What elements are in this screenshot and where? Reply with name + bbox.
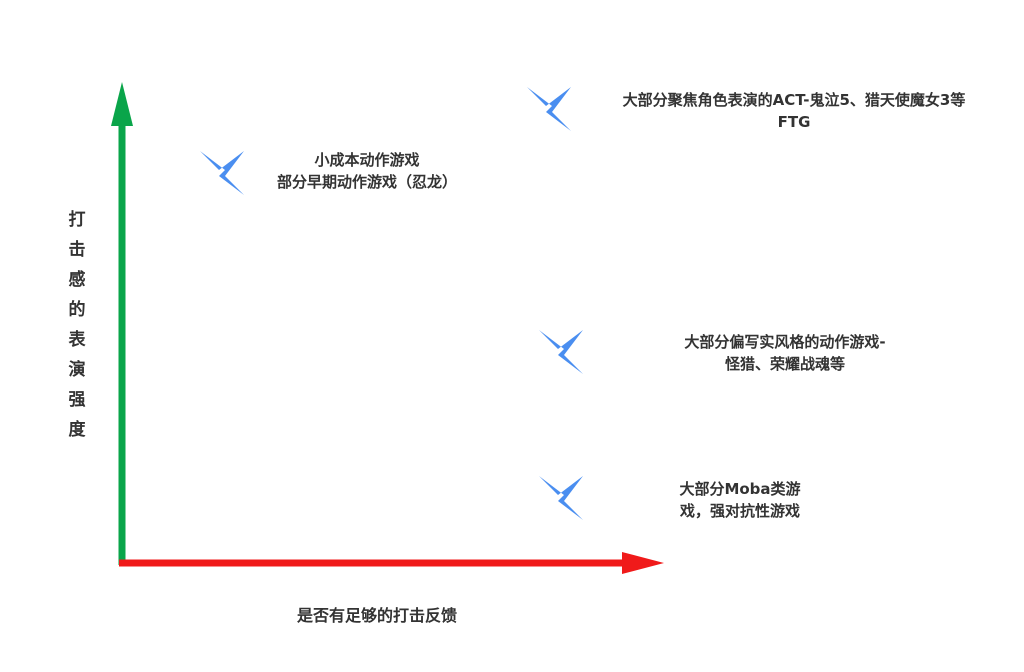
four-point-star-icon <box>527 87 571 131</box>
y-axis-label-char: 强 <box>68 390 86 410</box>
y-axis-label-char: 感 <box>68 270 86 290</box>
marker-label-realistic-action: 大部分偏写实风格的动作游戏- 怪猎、荣耀战魂等 <box>655 331 915 375</box>
marker-label-line: 部分早期动作游戏（忍龙） <box>276 173 457 191</box>
four-point-star-icon <box>200 151 244 195</box>
marker-label-line: 怪猎、荣耀战魂等 <box>724 355 845 373</box>
marker-label-line: 大部分偏写实风格的动作游戏- <box>684 333 886 351</box>
marker-label-line: 大部分Moba类游 <box>679 480 801 498</box>
marker-label-line: 小成本动作游戏 <box>314 151 420 169</box>
marker-label-small-action-games: 小成本动作游戏 部分早期动作游戏（忍龙） <box>262 149 472 193</box>
y-axis-label-char: 击 <box>68 240 86 260</box>
y-axis-arrowhead <box>111 82 133 126</box>
marker-label-line: FTG <box>777 113 811 131</box>
four-point-star-icon <box>539 476 583 520</box>
y-axis-label-char: 打 <box>68 210 86 230</box>
marker-label-line: 大部分聚焦角色表演的ACT-鬼泣5、猎天使魔女3等 <box>622 91 966 109</box>
y-axis-label: 打击感的表演强度 <box>64 205 90 445</box>
x-axis-arrowhead <box>622 552 664 574</box>
x-axis-label: 是否有足够的打击反馈 <box>297 606 458 625</box>
marker-label-line: 戏，强对抗性游戏 <box>679 502 800 520</box>
y-axis-label-char: 表 <box>68 330 86 350</box>
y-axis-label-char: 度 <box>68 420 86 440</box>
marker-label-character-act: 大部分聚焦角色表演的ACT-鬼泣5、猎天使魔女3等 FTG <box>605 89 983 133</box>
y-axis-label-char: 演 <box>68 360 86 380</box>
y-axis-label-char: 的 <box>68 300 86 320</box>
four-point-star-icon <box>539 330 583 374</box>
marker-label-moba: 大部分Moba类游 戏，强对抗性游戏 <box>660 478 820 522</box>
